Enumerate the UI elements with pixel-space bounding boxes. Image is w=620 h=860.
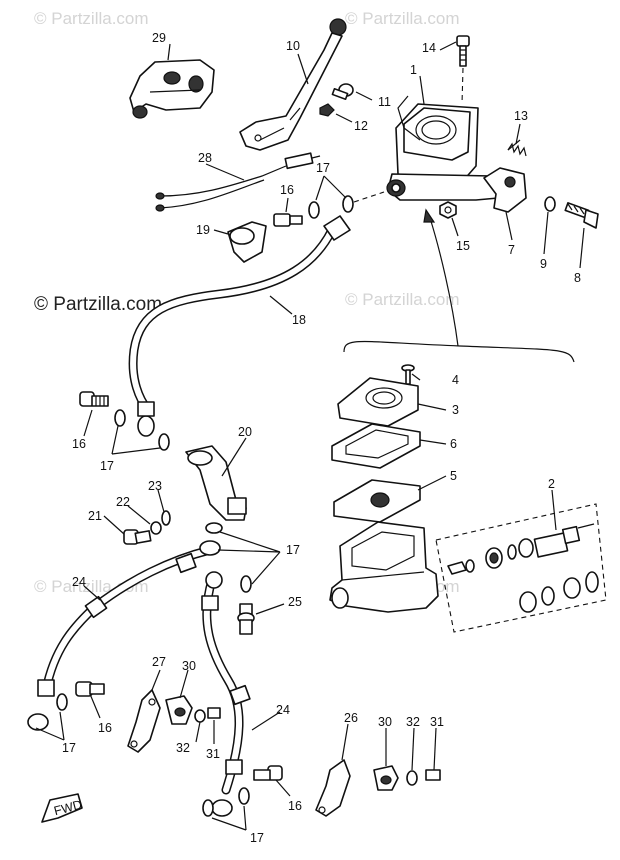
label-17-lower-left: 17 (62, 741, 76, 755)
part-16-union-bolt-lower-left (75, 681, 105, 697)
label-24-left: 24 (72, 575, 86, 589)
part-2-piston-kit (435, 503, 607, 633)
watermark-mid-right: © Partzilla.com (345, 290, 460, 309)
label-17-mid: 17 (100, 459, 114, 473)
label-20: 20 (238, 425, 252, 439)
part-24-brake-hose-right (201, 571, 251, 817)
part-28-brake-switch (155, 152, 321, 212)
label-17-top: 17 (316, 161, 330, 175)
part-17-gaskets-mid (114, 409, 170, 451)
label-16-lower-left: 16 (98, 721, 112, 735)
part-23-washer (161, 510, 171, 526)
label-13: 13 (514, 109, 528, 123)
label-3: 3 (452, 403, 459, 417)
label-30-left: 30 (182, 659, 196, 673)
part-17-gaskets-top (308, 191, 385, 219)
label-32-left: 32 (176, 741, 190, 755)
label-31-right: 31 (430, 715, 444, 729)
part-30-clamp-left (165, 695, 193, 725)
part-25-bleeder (237, 603, 255, 635)
label-7: 7 (508, 243, 515, 257)
label-16-left: 16 (72, 437, 86, 451)
part-10-brake-lever (239, 18, 347, 151)
part-26-bracket (315, 759, 351, 817)
part-16-union-bolt-top (273, 213, 303, 227)
label-10: 10 (286, 39, 300, 53)
fwd-arrow-icon: FWD (41, 793, 84, 823)
part-13-spring (507, 139, 527, 157)
part-30-clamp-right (373, 765, 399, 791)
label-8: 8 (574, 271, 581, 285)
part-17-gaskets-joint (205, 522, 252, 593)
label-9: 9 (540, 257, 547, 271)
label-28: 28 (198, 151, 212, 165)
watermark-top-right: © Partzilla.com (345, 9, 460, 28)
part-9-washer (544, 196, 556, 212)
label-27: 27 (152, 655, 166, 669)
part-31-bolt-right (425, 769, 441, 781)
exploded-view-bracket (343, 208, 575, 363)
part-8-bolt (564, 202, 599, 229)
label-5: 5 (450, 469, 457, 483)
part-1-master-cylinder (386, 95, 499, 201)
label-2: 2 (548, 477, 555, 491)
part-21-bolt (123, 529, 152, 545)
part-11-pivot-bolt (331, 83, 373, 101)
part-27-bracket (127, 689, 161, 753)
label-23: 23 (148, 479, 162, 493)
label-31-left: 31 (206, 747, 220, 761)
label-19: 19 (196, 223, 210, 237)
label-17-joint: 17 (286, 543, 300, 557)
part-17-gaskets-lower-left (56, 693, 68, 711)
label-15: 15 (456, 239, 470, 253)
part-18-brake-hose (128, 215, 351, 437)
label-17-bottom: 17 (250, 831, 264, 845)
label-16-top: 16 (280, 183, 294, 197)
label-12: 12 (354, 119, 368, 133)
part-4-screw (401, 364, 415, 385)
part-29-switch-housing (129, 59, 215, 119)
part-12-nut (319, 103, 353, 123)
part-16-union-bolt-left (79, 391, 109, 407)
label-18: 18 (292, 313, 306, 327)
label-1: 1 (410, 63, 417, 77)
part-31-bolt-left (207, 707, 221, 719)
label-32-right: 32 (406, 715, 420, 729)
label-6: 6 (450, 437, 457, 451)
part-17-gaskets-bottom (202, 787, 250, 817)
part-3-reservoir-cap (337, 377, 419, 427)
label-30-right: 30 (378, 715, 392, 729)
leader-lines (35, 41, 585, 831)
label-24-right: 24 (276, 703, 290, 717)
part-15-nut (439, 201, 457, 219)
label-25: 25 (288, 595, 302, 609)
label-29: 29 (152, 31, 166, 45)
label-11: 11 (378, 95, 391, 109)
part-7-holder (483, 167, 527, 213)
part-19-cover (227, 221, 267, 263)
label-14: 14 (422, 41, 436, 55)
label-4: 4 (452, 373, 459, 387)
watermark-top-left: © Partzilla.com (34, 9, 149, 28)
master-cylinder-body-exploded (329, 521, 439, 613)
label-21: 21 (88, 509, 102, 523)
label-22: 22 (116, 495, 130, 509)
part-32-washer-left (194, 709, 206, 723)
part-5-diaphragm (333, 479, 421, 523)
part-24-brake-hose-left (27, 540, 221, 731)
label-26: 26 (344, 711, 358, 725)
part-20-joint (185, 445, 247, 521)
part-22-washer (150, 521, 162, 535)
part-14-bolt (456, 35, 470, 105)
part-32-washer-right (406, 770, 418, 786)
label-16-bottom: 16 (288, 799, 302, 813)
part-6-diaphragm-holder (331, 423, 421, 469)
callout-numbers: 29 10 14 1 11 12 13 28 17 16 19 15 7 9 8… (62, 31, 581, 845)
watermark-mid-left: © Partzilla.com (34, 294, 162, 315)
part-16-union-bolt-bottom (253, 765, 283, 781)
